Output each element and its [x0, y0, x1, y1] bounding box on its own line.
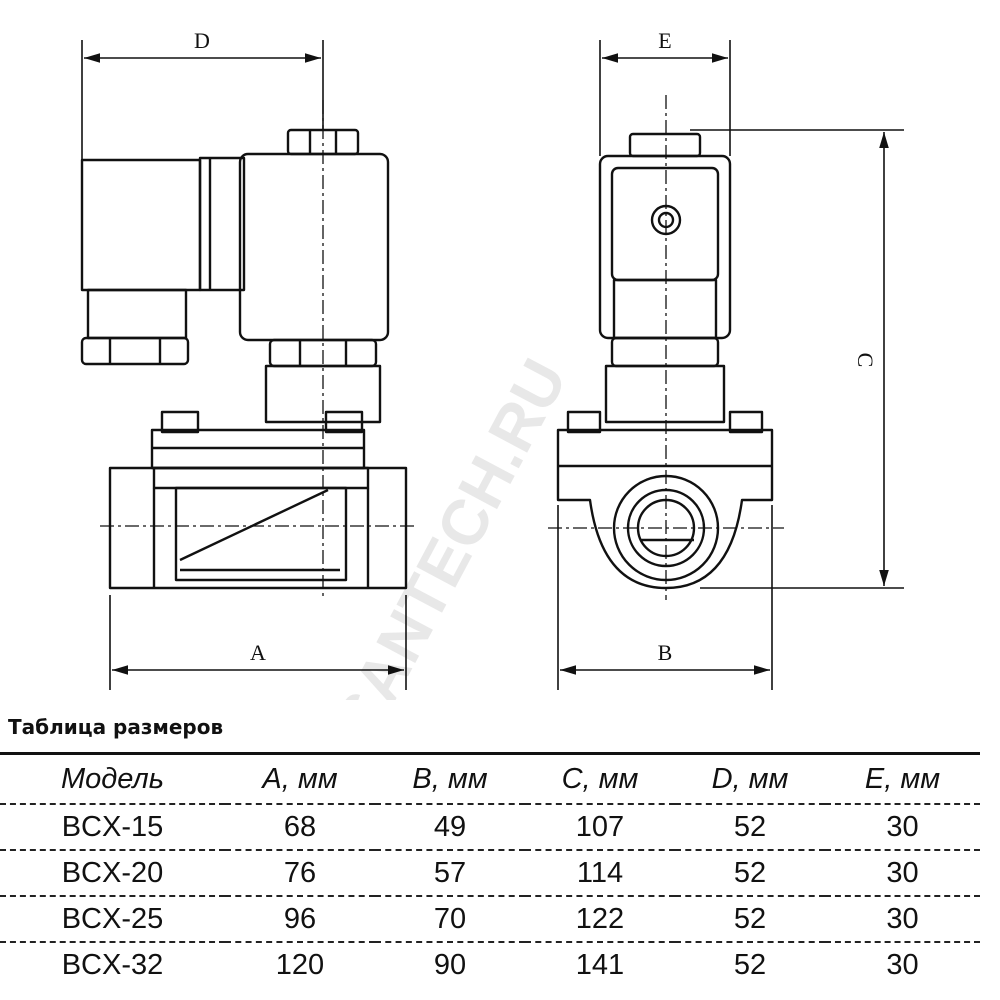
valve-dimension-drawing: SANTECH.RU [80, 28, 904, 700]
dimension-d [81, 40, 324, 160]
cell-e: 30 [886, 949, 919, 981]
valve-side-view [556, 132, 774, 590]
cell-c: 122 [525, 896, 675, 943]
header-b: B, мм [375, 752, 525, 805]
cell-model: BCX-32 [61, 949, 164, 981]
cell-model: BCX-15 [0, 804, 225, 851]
dimension-label-a: A [250, 640, 266, 665]
cell-e: 30 [825, 850, 980, 897]
size-table: Модель A, мм B, мм C, мм D, мм E, мм BCX… [0, 752, 980, 987]
header-e: E, мм [825, 752, 980, 805]
cell-a: 76 [225, 850, 375, 897]
dimension-c [690, 129, 904, 589]
table-title: Таблица размеров [8, 715, 224, 739]
table-header-row: Модель A, мм B, мм C, мм D, мм E, мм [0, 752, 980, 805]
header-model: Модель [0, 752, 225, 805]
cell-a: 68 [225, 804, 375, 851]
header-a: A, мм [225, 752, 375, 805]
cell-d: 52 [733, 949, 767, 981]
cell-d: 52 [675, 850, 825, 897]
header-c: C, мм [525, 752, 675, 805]
cell-b: 57 [375, 850, 525, 897]
dimension-b [557, 505, 773, 690]
cell-c: 141 [575, 949, 625, 981]
watermark: SANTECH.RU [320, 348, 581, 700]
cell-e: 30 [825, 804, 980, 851]
dimension-a [109, 595, 407, 690]
table-row: BCX-20 76 57 114 52 30 [0, 850, 980, 897]
cell-e: 30 [825, 896, 980, 943]
header-d: D, мм [675, 752, 825, 805]
valve-front-view [80, 128, 408, 590]
cell-c: 107 [525, 804, 675, 851]
table-row: BCX-32 120 90 141 52 30 [0, 942, 980, 987]
table-row: BCX-15 68 49 107 52 30 [0, 804, 980, 851]
cell-a: 96 [225, 896, 375, 943]
cell-d: 52 [675, 804, 825, 851]
cell-model: BCX-20 [0, 850, 225, 897]
cell-c: 114 [525, 850, 675, 897]
dimension-e [599, 40, 731, 156]
cell-model: BCX-25 [0, 896, 225, 943]
cell-b: 70 [375, 896, 525, 943]
dimension-label-e: E [658, 28, 671, 53]
cell-d: 52 [675, 896, 825, 943]
dimension-label-b: B [658, 640, 673, 665]
cell-a: 120 [275, 949, 325, 981]
dimension-label-d: D [194, 28, 210, 53]
dimension-label-c: C [853, 353, 878, 368]
table-row: BCX-25 96 70 122 52 30 [0, 896, 980, 943]
cell-b: 49 [375, 804, 525, 851]
cell-b: 90 [433, 949, 467, 981]
